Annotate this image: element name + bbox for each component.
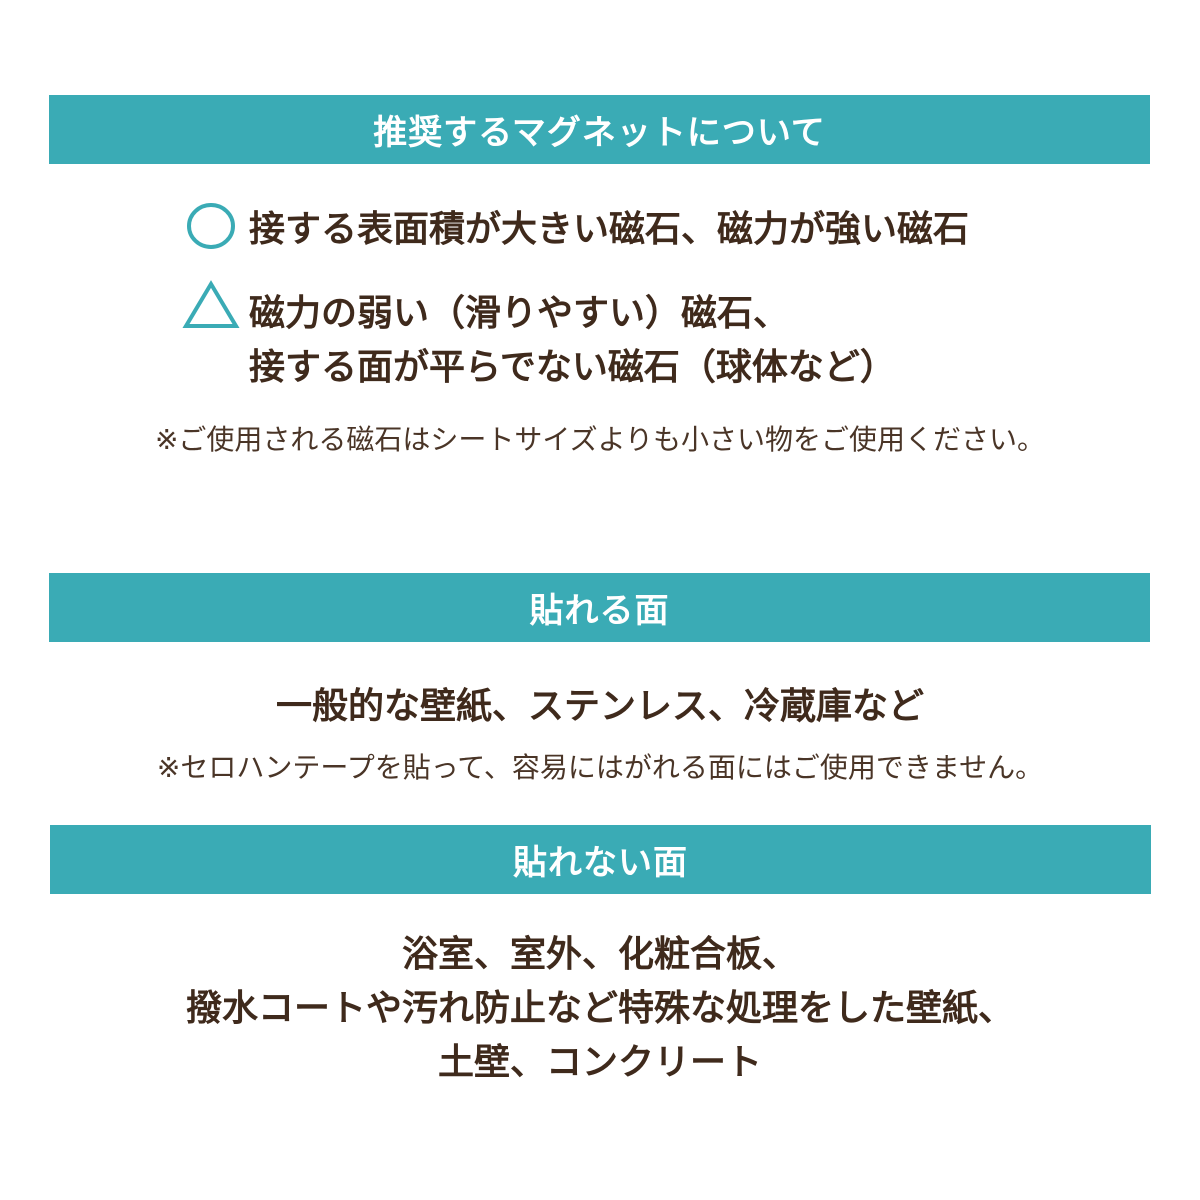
section-header-applicable-surfaces: 貼れる面 bbox=[49, 573, 1150, 642]
recommended-fair-line2: 接する面が平らでない磁石（球体など） bbox=[249, 347, 896, 388]
applicable-note: ※セロハンテープを貼って、容易にはがれる面にはご使用できません。 bbox=[156, 751, 1044, 784]
circle-icon bbox=[187, 203, 235, 249]
non-applicable-line-1: 浴室、室外、化粧合板、 bbox=[401, 934, 798, 975]
section-header-recommended-magnets: 推奨するマグネットについて bbox=[49, 95, 1150, 164]
non-applicable-line-2: 撥水コートや汚れ防止など特殊な処理をした壁紙、 bbox=[185, 988, 1014, 1029]
recommended-note: ※ご使用される磁石はシートサイズよりも小さい物をご使用ください。 bbox=[154, 423, 1046, 456]
section-title: 貼れる面 bbox=[529, 591, 670, 631]
non-applicable-line-3: 土壁、コンクリート bbox=[437, 1042, 762, 1083]
section-title: 貼れない面 bbox=[513, 843, 688, 883]
recommended-good-text: 接する表面積が大きい磁石、磁力が強い磁石 bbox=[249, 209, 970, 250]
triangle-icon bbox=[182, 280, 240, 328]
section-title: 推奨するマグネットについて bbox=[373, 113, 826, 153]
section-header-non-applicable-surfaces: 貼れない面 bbox=[50, 825, 1151, 894]
recommended-fair-line1: 磁力の弱い（滑りやすい）磁石、 bbox=[249, 293, 790, 334]
applicable-surfaces-text: 一般的な壁紙、ステンレス、冷蔵庫など bbox=[275, 686, 924, 727]
